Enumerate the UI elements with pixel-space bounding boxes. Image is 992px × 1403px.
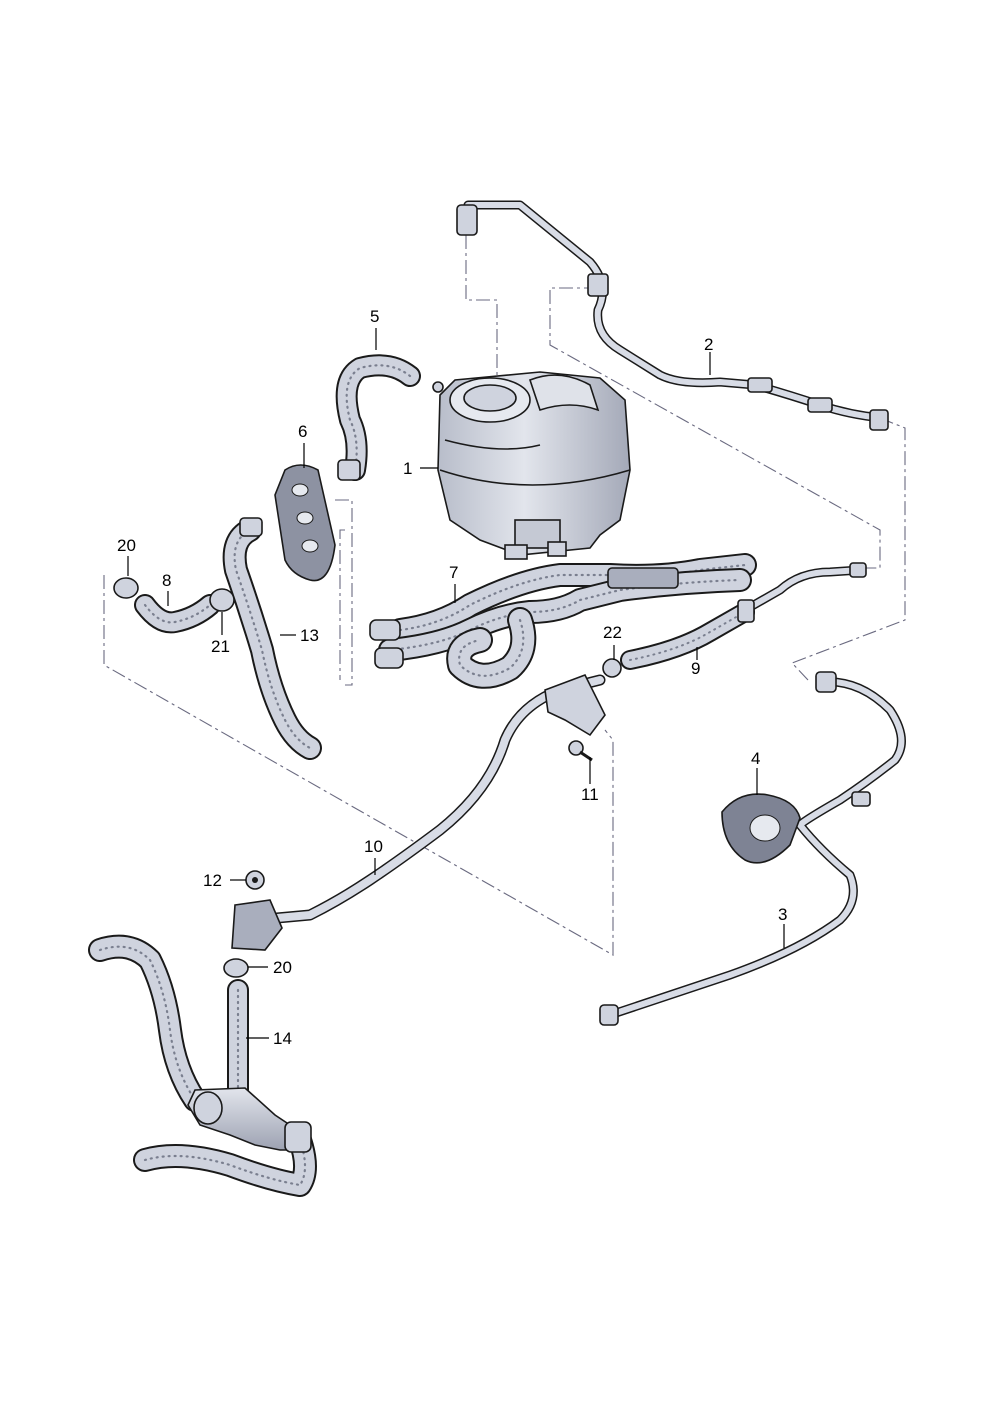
- callout-1: 1: [403, 459, 412, 478]
- callout-21: 21: [211, 637, 230, 656]
- coolant-hose-9: [620, 562, 867, 670]
- coolant-line-upper: [456, 200, 889, 431]
- nut-12: [245, 870, 265, 890]
- callout-8: 8: [162, 571, 171, 590]
- grommet-4: [721, 793, 801, 864]
- screw-11: [568, 740, 593, 762]
- seal-plate: [274, 464, 336, 582]
- callout-14: 14: [273, 1029, 292, 1048]
- callout-leaders: [127, 328, 785, 1039]
- callout-labels: 1 2 3 4 5 6 7 8 9 10 11 12 13 14 20 20 2…: [117, 307, 787, 1048]
- callout-6: 6: [298, 422, 307, 441]
- auxiliary-coolant-pump: [187, 1087, 312, 1153]
- coolant-hose-13: [222, 517, 322, 760]
- callout-13: 13: [300, 626, 319, 645]
- callout-10: 10: [364, 837, 383, 856]
- breather-hose: [335, 354, 421, 481]
- callout-20b: 20: [273, 958, 292, 977]
- callout-5: 5: [370, 307, 379, 326]
- callout-4: 4: [751, 749, 760, 768]
- coolant-hose-8: [134, 594, 221, 634]
- callout-22: 22: [603, 623, 622, 642]
- hose-clamp-21: [209, 588, 235, 612]
- callout-12: 12: [203, 871, 222, 890]
- callout-20a: 20: [117, 536, 136, 555]
- assembly-guide-lines: [103, 235, 906, 956]
- callout-11: 11: [581, 785, 599, 804]
- hose-clamp-20a: [113, 577, 139, 599]
- hose-clamp-20b: [223, 958, 249, 978]
- coolant-pipe-10: [231, 673, 606, 951]
- expansion-tank: [432, 371, 631, 560]
- coolant-hose-14: [88, 934, 317, 1197]
- hose-clamp-22: [602, 658, 622, 678]
- callout-9: 9: [691, 659, 700, 678]
- callout-3: 3: [778, 905, 787, 924]
- coolant-hose-assembly-7: [369, 553, 757, 689]
- callout-2: 2: [704, 335, 713, 354]
- coolant-line-lower: [599, 671, 906, 1026]
- callout-7: 7: [449, 563, 458, 582]
